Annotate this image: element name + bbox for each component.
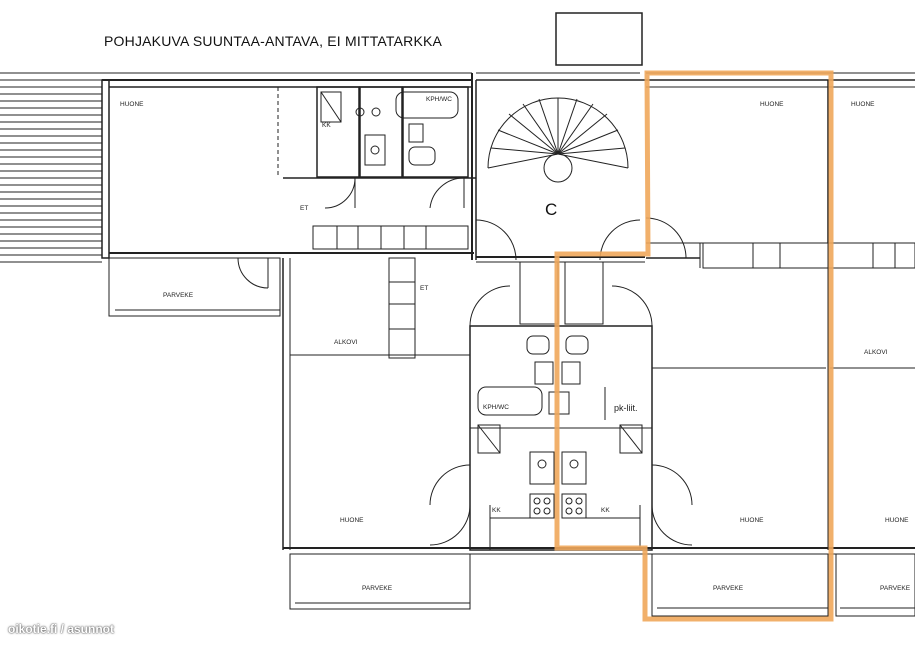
room-label-et-2: ET [420,285,429,292]
pk-liit-label: pk-liit. [614,403,638,413]
room-label-parveke-2: PARVEKE [362,585,393,592]
room-label-alkovi-1: ALKOVI [334,339,358,346]
room-label-kk-1: KK [322,122,331,129]
room-label-kk-2: KK [492,507,501,514]
room-label-huone-4: HUONE [340,517,364,524]
room-label-parveke-3: PARVEKE [713,585,744,592]
left-deck-lines [0,73,102,262]
room-label-huone-5: HUONE [740,517,764,524]
room-label-huone-6: HUONE [885,517,909,524]
room-label-et-1: ET [300,205,309,212]
stair-label: C [545,200,558,219]
spiral-stair [488,98,628,182]
room-label-huone-2: HUONE [760,101,784,108]
room-label-kph-wc-2: KPH/WC [483,404,509,411]
room-label-huone-1: HUONE [120,101,144,108]
watermark: oikotie.fi / asunnot [8,622,115,636]
room-label-kk-3: KK [601,507,610,514]
highlight-outline [557,73,831,619]
room-label-parveke-4: PARVEKE [880,585,911,592]
plan-title: POHJAKUVA SUUNTAA-ANTAVA, EI MITTATARKKA [104,33,443,49]
room-label-alkovi-2: ALKOVI [864,349,888,356]
roof-box [556,13,642,65]
room-label-kph-wc-1: KPH/WC [426,96,452,103]
room-label-huone-3: HUONE [851,101,875,108]
room-label-parveke-1: PARVEKE [163,292,194,299]
